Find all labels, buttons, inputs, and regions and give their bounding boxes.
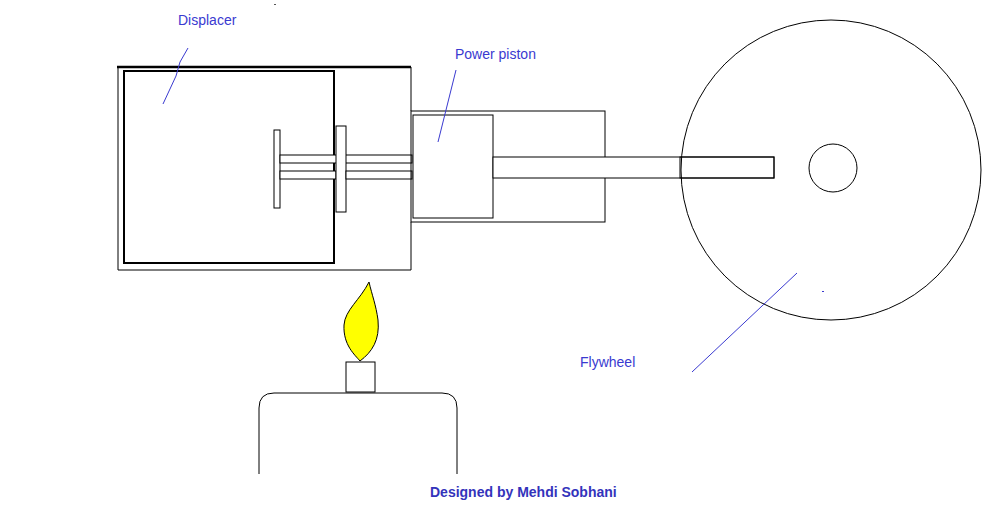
credit-caption: Designed by Mehdi Sobhani	[430, 484, 617, 500]
leader-line	[163, 48, 188, 104]
piston-rod	[493, 157, 774, 178]
dot	[274, 4, 276, 5]
flywheel-hub	[809, 144, 857, 192]
candle-body	[259, 393, 457, 474]
candle-flame	[344, 282, 378, 361]
cylinder-end	[411, 222, 412, 270]
displacer-rod	[346, 171, 412, 179]
part-label: Displacer	[178, 12, 236, 28]
leader-line	[692, 273, 797, 372]
power-piston	[413, 115, 493, 218]
part-label: Power piston	[455, 46, 536, 62]
flywheel	[681, 20, 981, 320]
candle-wick	[346, 362, 375, 392]
piston-rod	[680, 157, 774, 178]
rod-head	[274, 130, 280, 208]
rod-guide	[336, 126, 346, 212]
cylinder-end	[411, 67, 412, 111]
dot	[822, 291, 824, 292]
part-label: Flywheel	[580, 354, 635, 370]
cylinder-bottom	[118, 270, 411, 271]
cylinder-top	[117, 66, 411, 69]
displacer-rod	[280, 171, 336, 179]
displacer-body	[124, 71, 334, 263]
cylinder-wall	[118, 67, 119, 270]
leader-line	[438, 70, 456, 142]
